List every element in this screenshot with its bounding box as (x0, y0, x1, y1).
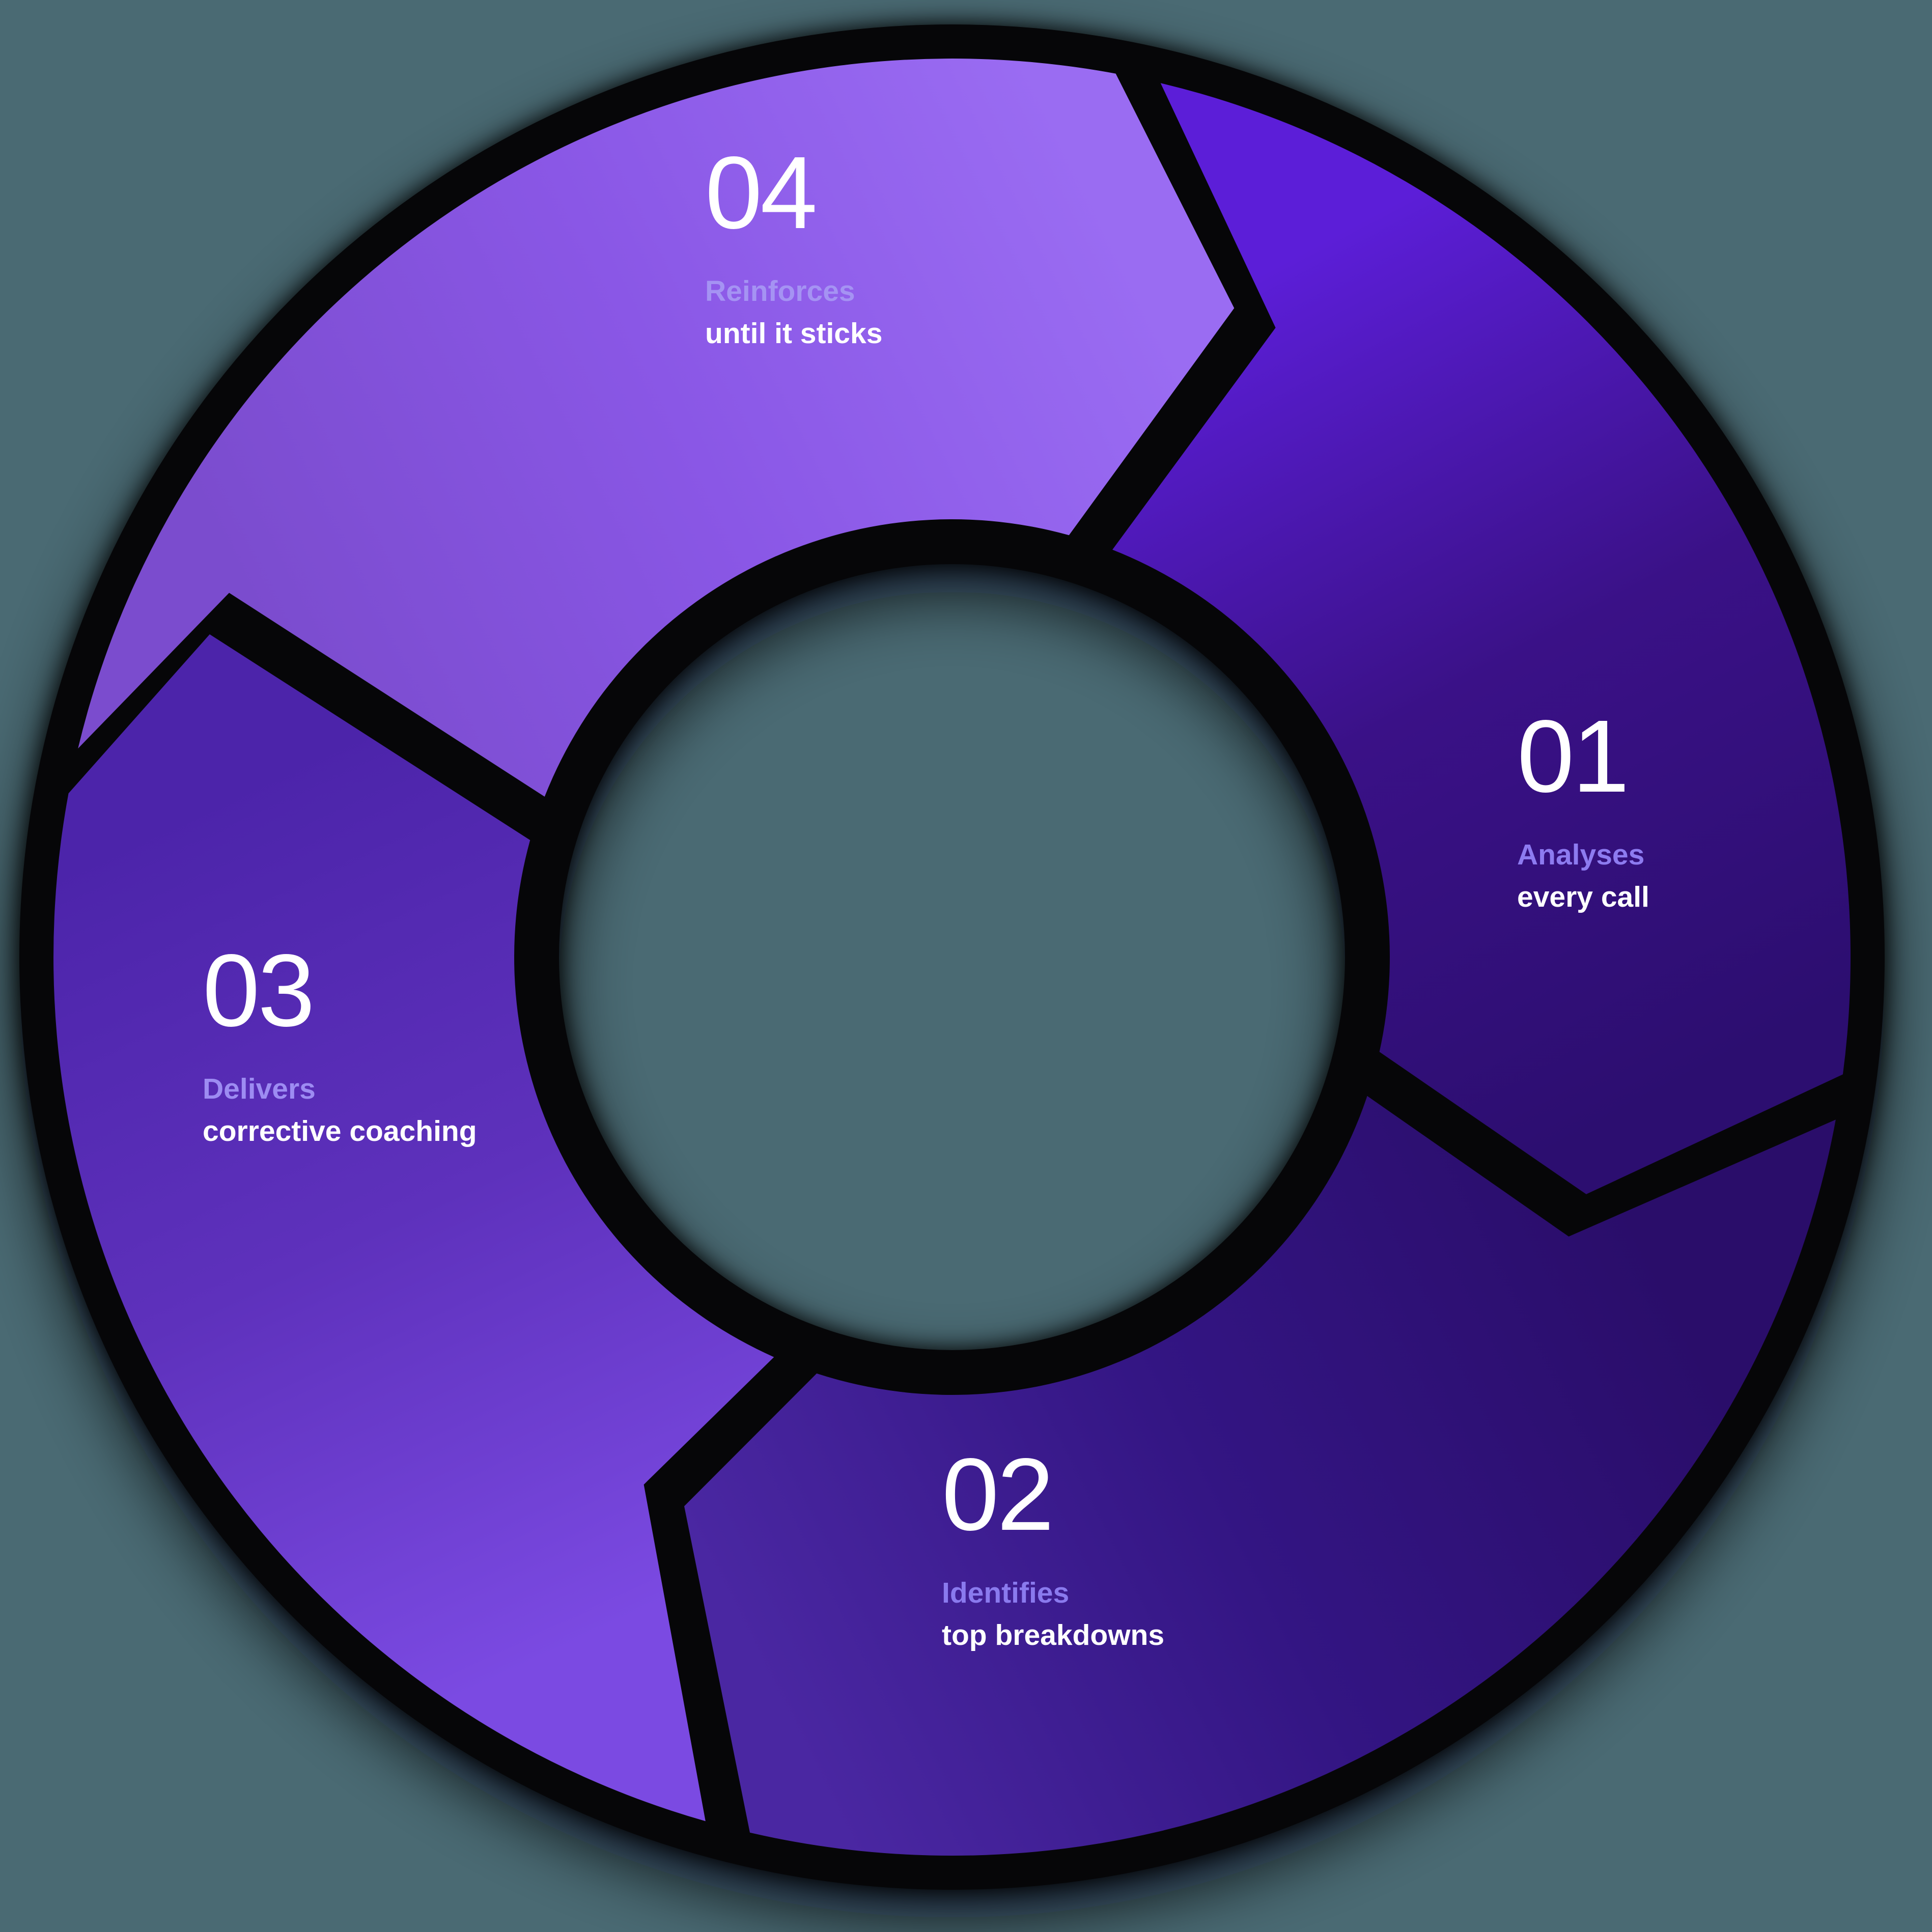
segment-arrow-01 (1112, 83, 1851, 1194)
step-subtitle-02: top breakdowns (942, 1618, 1165, 1651)
step-title-03: Delivers (203, 1073, 316, 1105)
step-block-01: 01 Analyses every call (1517, 705, 1649, 918)
segment-arrow-04 (78, 59, 1235, 797)
step-title-01: Analyses (1517, 838, 1645, 871)
step-subtitle-03: corrective coaching (203, 1114, 477, 1147)
step-title-04: Reinforces (705, 275, 855, 307)
segment-arrow-02 (684, 1096, 1836, 1856)
step-block-03: 03 Delivers corrective coaching (203, 939, 488, 1152)
step-number-03: 03 (203, 933, 315, 1048)
step-subtitle-04: until it sticks (705, 317, 883, 350)
step-block-02: 02 Identifies top breakdowns (942, 1443, 1164, 1656)
step-number-04: 04 (705, 135, 818, 250)
segment-arrow-03 (53, 634, 774, 1822)
step-number-02: 02 (942, 1437, 1054, 1552)
step-subtitle-01: every call (1517, 880, 1649, 913)
step-block-04: 04 Reinforces until it sticks (705, 141, 882, 354)
step-number-01: 01 (1517, 698, 1630, 814)
step-title-02: Identifies (942, 1577, 1070, 1609)
